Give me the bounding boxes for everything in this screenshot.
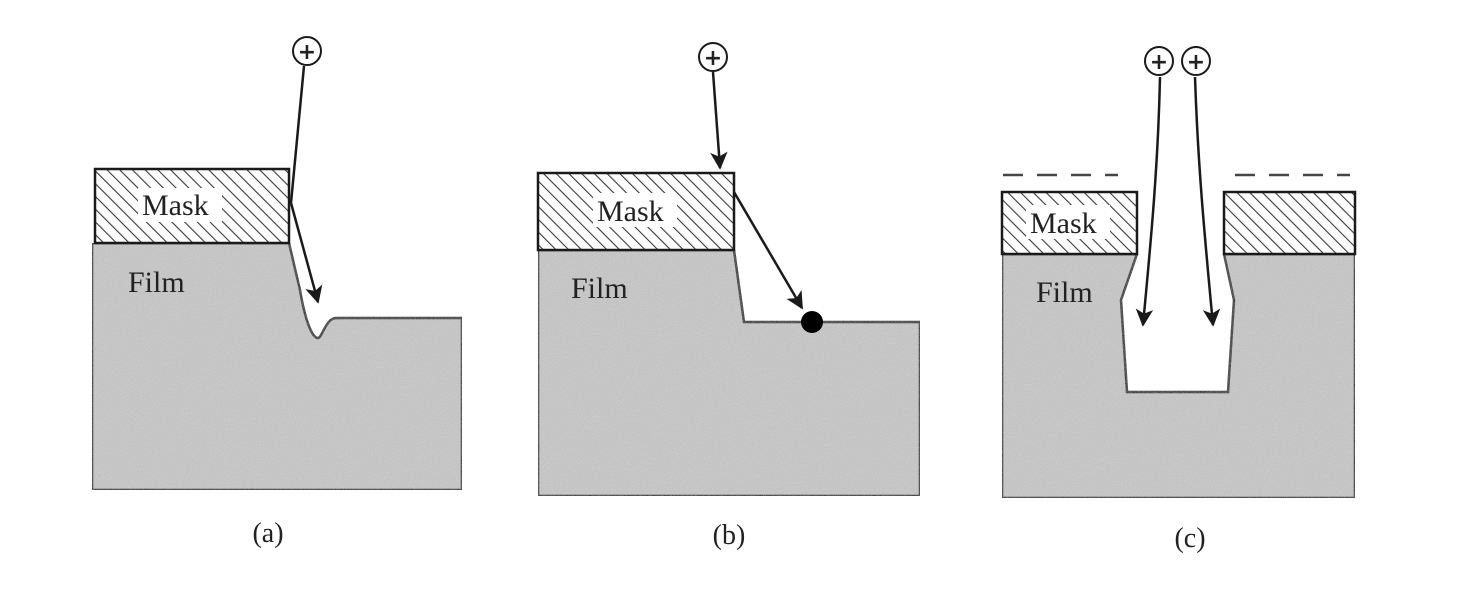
ion-icon-c-left bbox=[1144, 46, 1174, 76]
mask-label-b: Mask bbox=[597, 195, 664, 228]
ion-symbol-a: + bbox=[298, 40, 316, 65]
panel-b: Mask Film + (b) bbox=[536, 42, 922, 551]
film-label-a: Film bbox=[128, 266, 185, 299]
film-label-b: Film bbox=[571, 272, 628, 305]
ion-symbol-c-left: + bbox=[1150, 50, 1168, 75]
mask-label-bg-a bbox=[138, 188, 222, 222]
mask-label-a: Mask bbox=[142, 189, 209, 222]
ion-trajectory-a bbox=[289, 65, 323, 304]
film-c bbox=[1000, 252, 1357, 500]
ion-symbol-b: + bbox=[704, 46, 722, 71]
film-label-c: Film bbox=[1036, 276, 1093, 309]
mask-label-bg-b bbox=[593, 193, 677, 227]
ion-trajectory-b-incoming bbox=[710, 71, 728, 170]
ion-icon-b bbox=[698, 42, 728, 72]
caption-a: (a) bbox=[252, 518, 283, 549]
caption-b: (b) bbox=[713, 520, 746, 551]
mask-label-bg-c bbox=[1026, 205, 1110, 239]
panel-a: Mask Film + (a) bbox=[90, 36, 464, 549]
ion-icon-a bbox=[292, 36, 322, 66]
ion-icon-c-right bbox=[1181, 46, 1211, 76]
ion-symbol-c-right: + bbox=[1187, 50, 1205, 75]
ion-trajectory-c-right bbox=[1193, 76, 1221, 327]
ion-trajectory-c-left bbox=[1135, 76, 1162, 327]
panel-c: Mask Film + + (c) bbox=[1000, 46, 1357, 554]
ion-trajectory-b-reflected bbox=[732, 191, 804, 310]
film-a bbox=[90, 241, 464, 492]
caption-c: (c) bbox=[1174, 523, 1205, 554]
mask-label-c: Mask bbox=[1030, 207, 1097, 240]
mask-c-right bbox=[1222, 190, 1357, 256]
deposited-particle-b bbox=[801, 311, 823, 333]
